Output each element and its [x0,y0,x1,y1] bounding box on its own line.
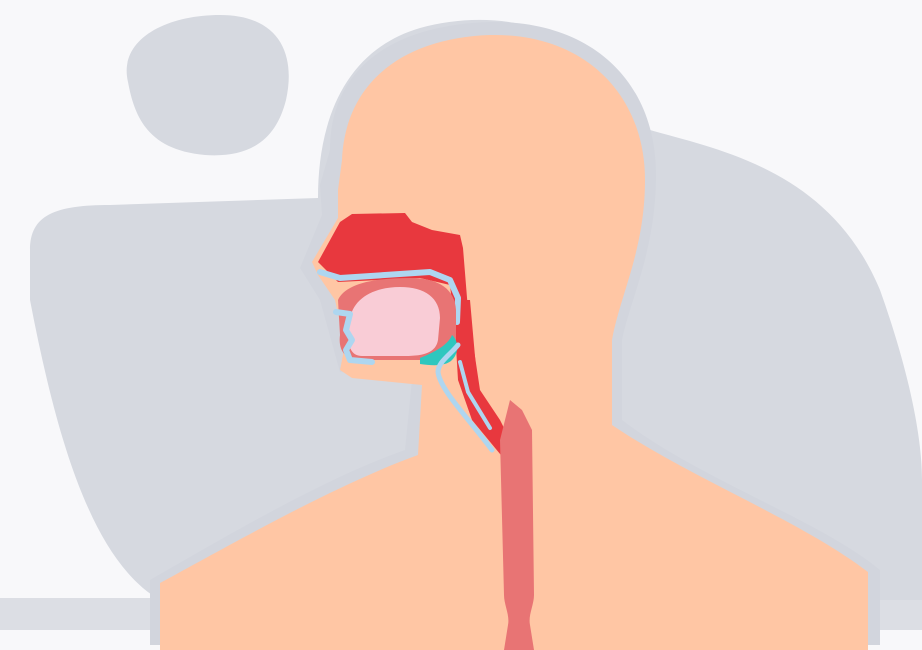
illustration-stage [0,0,922,650]
head-neck-illustration [0,0,922,650]
